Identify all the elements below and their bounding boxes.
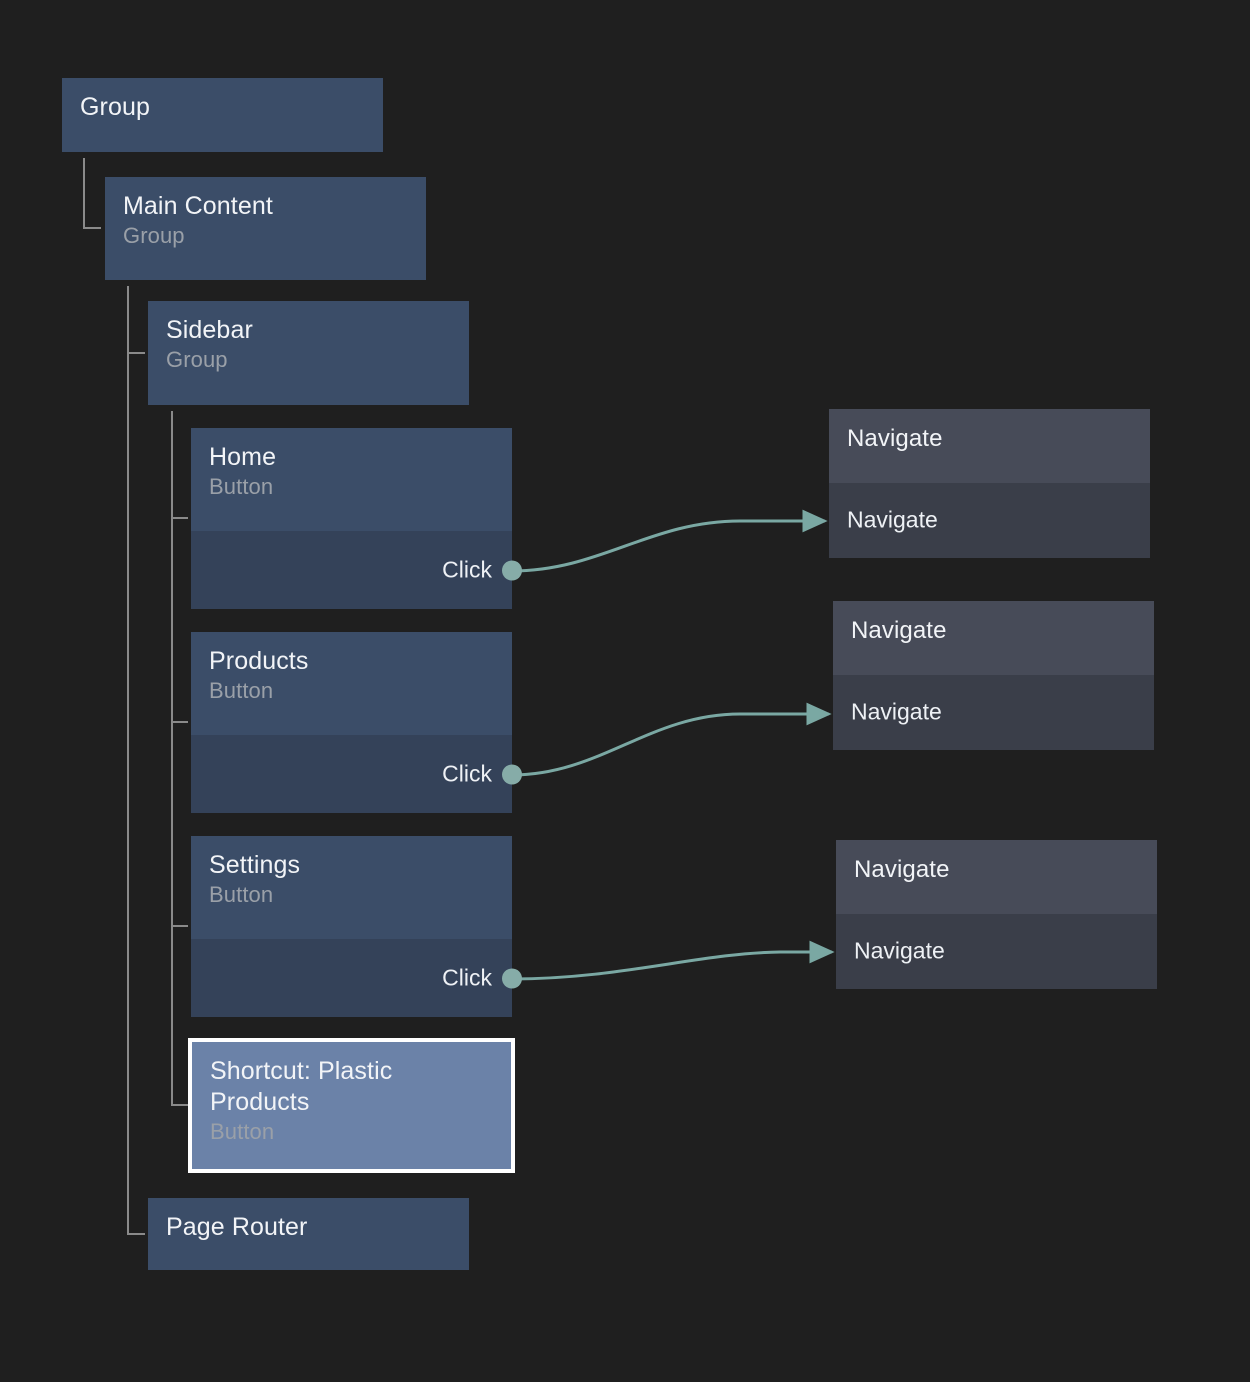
tree-sidebar-to-home xyxy=(171,411,188,519)
node-body: Click xyxy=(191,531,522,609)
port-label: Click xyxy=(442,964,492,991)
node-title: Navigate xyxy=(851,617,947,644)
node-title: Sidebar xyxy=(166,316,253,344)
node-page-router[interactable]: Page Router xyxy=(148,1198,469,1270)
tree-sidebar-to-shortcut xyxy=(171,411,188,1106)
port-click[interactable]: Click xyxy=(442,556,522,583)
port-label: Click xyxy=(442,760,492,787)
node-subtitle: Group xyxy=(123,223,185,248)
tree-group-to-main-content xyxy=(83,158,101,229)
edge-home-navigate[interactable] xyxy=(510,509,828,573)
node-subtitle: Button xyxy=(210,1119,275,1144)
node-body: Navigate xyxy=(836,914,1157,989)
port-click[interactable]: Click xyxy=(442,760,522,787)
port-dot-icon[interactable] xyxy=(502,968,522,988)
node-group-root[interactable]: Group xyxy=(62,78,383,152)
node-subtitle: Group xyxy=(166,347,228,372)
node-title: Page Router xyxy=(166,1213,308,1241)
node-title: Shortcut: Plastic Products xyxy=(210,1057,393,1116)
node-title: Navigate xyxy=(847,425,943,452)
node-subtitle: Button xyxy=(209,678,274,703)
node-header: Navigate xyxy=(836,840,1157,914)
node-subtitle: Button xyxy=(209,882,274,907)
node-title: Products xyxy=(209,647,309,675)
port-click[interactable]: Click xyxy=(442,964,522,991)
action-row-label: Navigate xyxy=(851,698,942,725)
edge-settings-navigate[interactable] xyxy=(510,940,835,981)
edge-products-navigate[interactable] xyxy=(510,702,832,777)
tree-main-content-to-sidebar xyxy=(127,286,145,354)
node-body: Click xyxy=(191,735,522,813)
port-dot-icon[interactable] xyxy=(502,764,522,784)
node-header: Navigate xyxy=(829,409,1150,483)
tree-sidebar-to-settings xyxy=(171,411,188,927)
node-title: Main Content xyxy=(123,192,273,220)
tree-sidebar-to-products xyxy=(171,411,188,723)
node-body: Navigate xyxy=(829,483,1150,558)
port-dot-icon[interactable] xyxy=(502,560,522,580)
action-row-label: Navigate xyxy=(847,506,938,533)
action-row-label: Navigate xyxy=(854,937,945,964)
node-header: Page Router xyxy=(148,1198,469,1270)
node-subtitle: Button xyxy=(209,474,274,499)
edge-group xyxy=(510,509,835,981)
node-body: Click xyxy=(191,939,522,1017)
node-title: Home xyxy=(209,443,277,471)
port-label: Click xyxy=(442,556,492,583)
node-title: Group xyxy=(80,93,150,121)
tree-main-content-to-page-router xyxy=(127,286,145,1235)
node-title: Settings xyxy=(209,851,301,879)
node-title: Navigate xyxy=(854,856,950,883)
node-header: Navigate xyxy=(833,601,1154,675)
node-body: Navigate xyxy=(833,675,1154,750)
node-header: Group xyxy=(62,78,383,152)
